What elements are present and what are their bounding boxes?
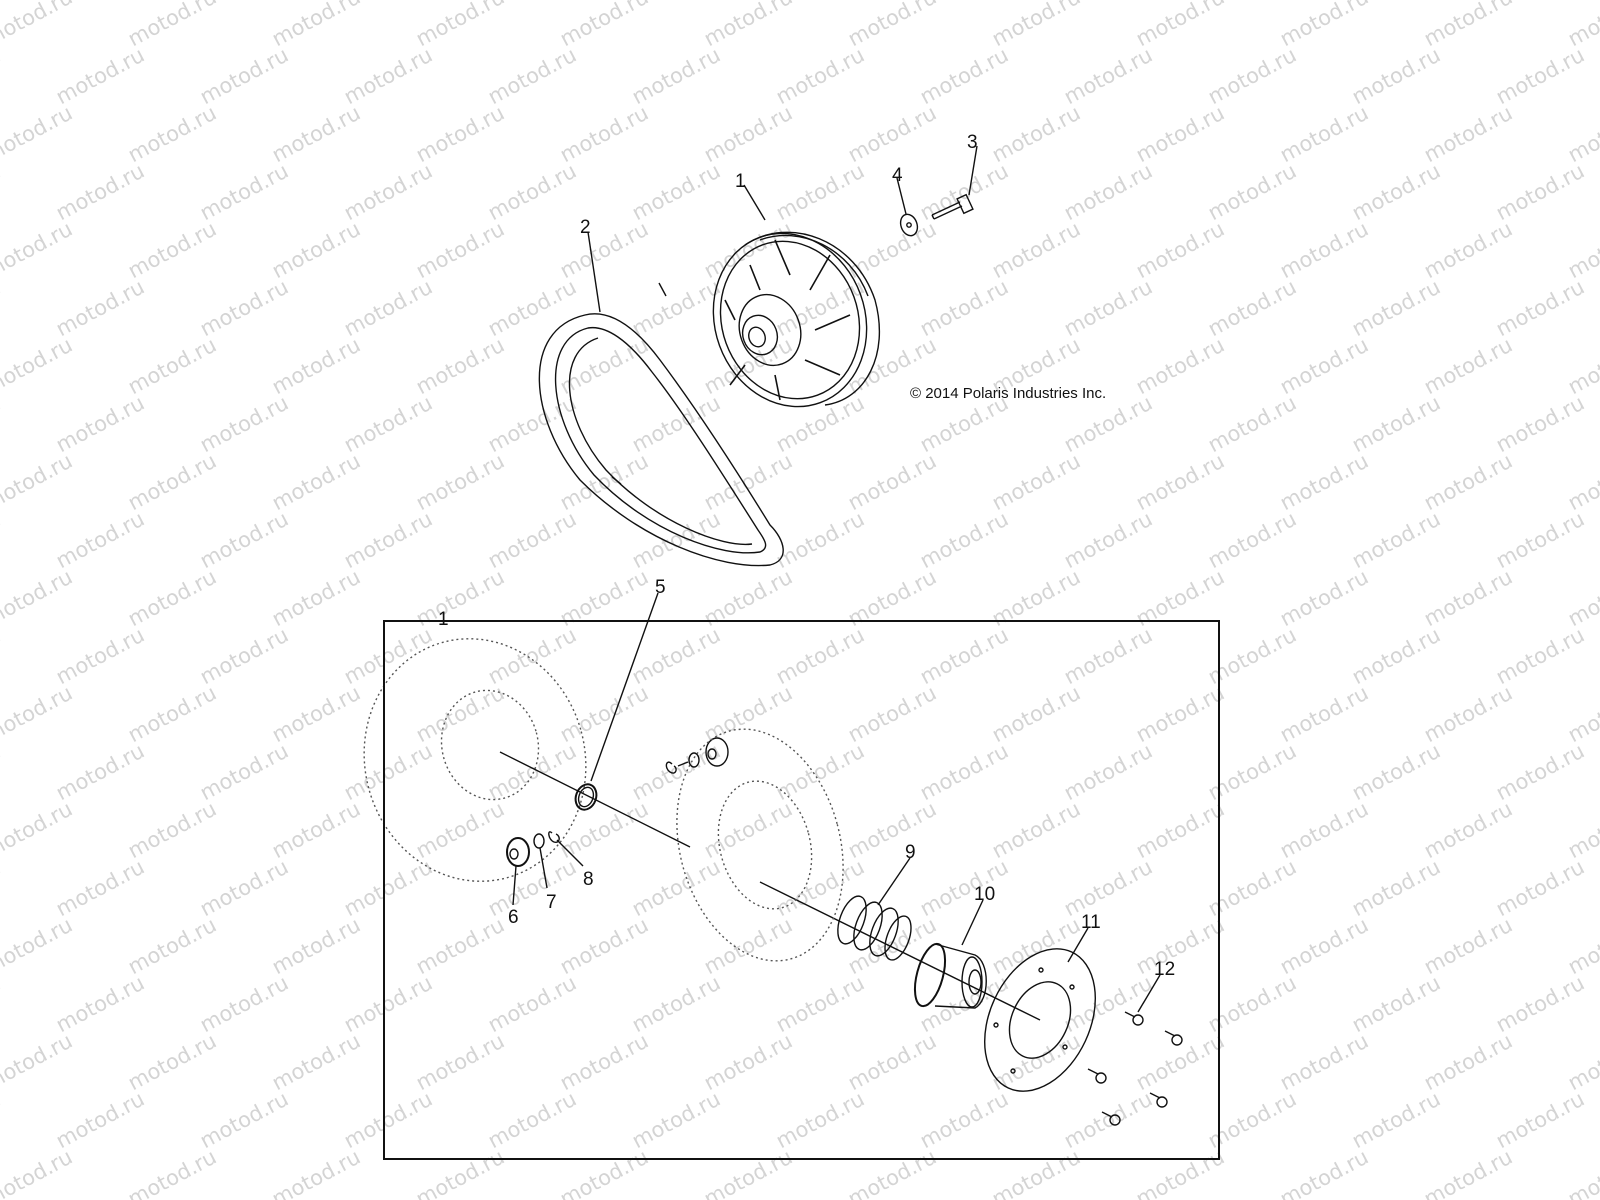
callout-11[interactable]: 11 xyxy=(1081,912,1101,933)
shaft-axis-line-2 xyxy=(759,881,1041,1021)
roller-washer[interactable] xyxy=(533,833,545,849)
stationary-sheave-ghost xyxy=(363,638,587,882)
callout-7[interactable]: 7 xyxy=(546,892,557,913)
washer[interactable] xyxy=(898,212,921,238)
leader-line-6 xyxy=(512,865,517,906)
leader-line-8 xyxy=(556,839,584,867)
drive-belt[interactable] xyxy=(538,282,784,567)
leader-line-10 xyxy=(961,899,984,946)
leader-line-1-top xyxy=(743,184,766,221)
leader-line-5 xyxy=(590,592,659,782)
screw xyxy=(1087,1068,1107,1084)
callout-2[interactable]: 2 xyxy=(580,217,591,238)
screw xyxy=(1124,1011,1144,1026)
callout-12[interactable]: 12 xyxy=(1154,959,1176,980)
o-ring[interactable] xyxy=(572,781,600,812)
leader-line-3 xyxy=(968,145,978,196)
screws[interactable] xyxy=(1087,1011,1183,1126)
callout-10[interactable]: 10 xyxy=(974,884,996,905)
callout-4[interactable]: 4 xyxy=(892,165,903,186)
callout-1-box[interactable]: 1 xyxy=(438,609,449,630)
leader-line-12 xyxy=(1137,974,1161,1013)
callout-5[interactable]: 5 xyxy=(655,577,666,598)
retaining-clip[interactable] xyxy=(548,831,560,844)
spring[interactable] xyxy=(832,892,916,963)
bolt[interactable] xyxy=(931,193,974,220)
spring-cup[interactable] xyxy=(909,941,987,1010)
callout-9[interactable]: 9 xyxy=(905,842,916,863)
screw xyxy=(1149,1092,1168,1108)
leader-line-11 xyxy=(1067,927,1089,963)
leader-line-9 xyxy=(877,857,911,906)
callout-3[interactable]: 3 xyxy=(967,132,978,153)
screw xyxy=(1101,1111,1121,1126)
callout-1-top[interactable]: 1 xyxy=(735,171,746,192)
driven-clutch-sheave[interactable] xyxy=(689,212,890,429)
movable-sheave-ghost xyxy=(676,728,844,962)
roller[interactable] xyxy=(506,837,530,867)
kit-assembly-box xyxy=(383,620,1220,1160)
copyright-notice: © 2014 Polaris Industries Inc. xyxy=(910,385,1107,402)
callout-6[interactable]: 6 xyxy=(508,907,519,928)
cover-plate[interactable] xyxy=(963,931,1117,1109)
leader-line-2 xyxy=(587,231,601,313)
callout-8[interactable]: 8 xyxy=(583,869,594,890)
leader-line-4 xyxy=(896,177,907,215)
leader-line-7 xyxy=(539,847,548,889)
screw xyxy=(1164,1030,1183,1046)
roller-set-upper[interactable] xyxy=(665,737,729,774)
